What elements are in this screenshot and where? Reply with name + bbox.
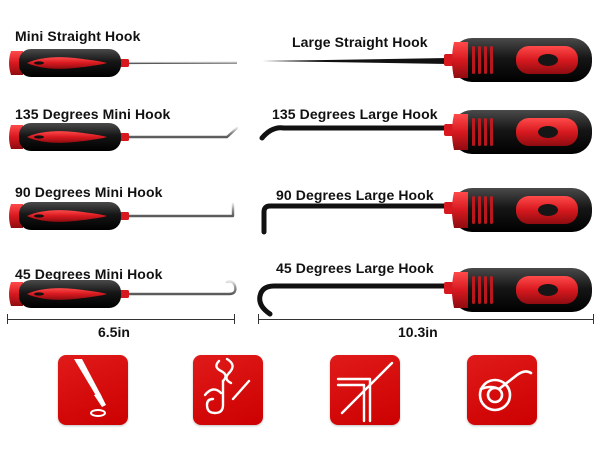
mini-length-label: 6.5in bbox=[98, 324, 130, 340]
mini-dimension-line bbox=[7, 319, 235, 320]
label-45-mini-hook: 45 Degrees Mini Hook bbox=[15, 266, 163, 282]
mini-45-hook-tool bbox=[9, 280, 237, 308]
label-45-large-hook: 45 Degrees Large Hook bbox=[276, 260, 434, 276]
cable-seal-icon bbox=[330, 355, 400, 425]
label-135-large-hook: 135 Degrees Large Hook bbox=[272, 106, 438, 122]
label-large-straight-hook: Large Straight Hook bbox=[292, 34, 428, 50]
label-135-mini-hook: 135 Degrees Mini Hook bbox=[15, 106, 171, 122]
large-straight-hook-tool bbox=[262, 38, 592, 82]
large-length-label: 10.3in bbox=[398, 324, 438, 340]
mini-135-hook-tool bbox=[9, 123, 239, 151]
mini-straight-hook-tool bbox=[9, 49, 238, 77]
pick-and-oring-icon bbox=[58, 355, 128, 425]
large-45-hook-tool bbox=[257, 268, 592, 317]
mini-90-hook-tool bbox=[9, 202, 235, 230]
oring-removal-icon bbox=[467, 355, 537, 425]
label-90-mini-hook: 90 Degrees Mini Hook bbox=[15, 184, 163, 200]
label-mini-straight-hook: Mini Straight Hook bbox=[15, 28, 141, 44]
large-dimension-tick-right bbox=[593, 314, 594, 324]
large-135-hook-tool bbox=[259, 110, 592, 154]
label-90-large-hook: 90 Degrees Large Hook bbox=[276, 187, 434, 203]
mini-dimension-tick-right bbox=[234, 314, 235, 324]
large-dimension-line bbox=[258, 319, 594, 320]
large-90-hook-tool bbox=[261, 188, 592, 235]
hose-hook-icon bbox=[193, 355, 263, 425]
